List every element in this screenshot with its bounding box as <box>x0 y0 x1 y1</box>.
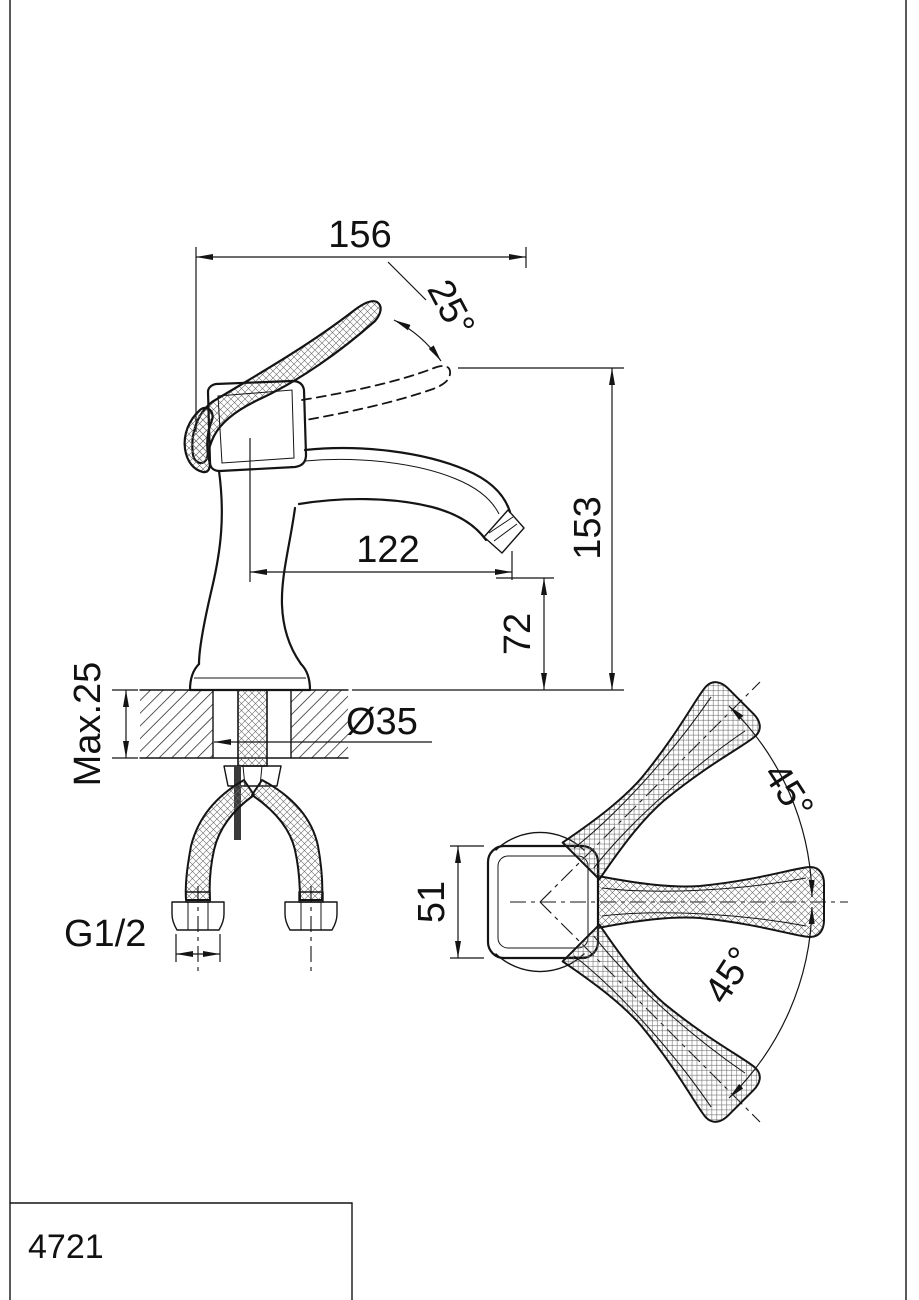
faucet-handle-base <box>206 379 308 473</box>
dim-hole-diameter: Ø35 <box>214 701 432 745</box>
dim-max25-label: Max.25 <box>67 662 109 787</box>
dim-45-up-arc <box>728 705 815 898</box>
dim-45-down-arc <box>728 906 815 1099</box>
dim-25-arc <box>393 319 442 362</box>
counter-hatch-left <box>140 690 213 758</box>
dim-122-label: 122 <box>356 529 419 571</box>
dim-thread: G1/2 <box>64 913 221 962</box>
faucet-body-left-edge <box>197 469 223 666</box>
side-view: 156 25° 153 122 72 <box>64 214 624 974</box>
threaded-shank <box>237 689 268 767</box>
dim-156-label: 156 <box>328 214 391 256</box>
dim-hole-label: Ø35 <box>346 701 418 743</box>
dim-72-label: 72 <box>497 613 539 655</box>
faucet-handle-back <box>183 406 214 474</box>
faucet-spout-inner-line <box>304 458 500 515</box>
dim-thread-label: G1/2 <box>64 913 146 955</box>
dim-153: 153 <box>352 367 624 691</box>
faucet-body-right-edge <box>280 506 303 666</box>
part-number-label: 4721 <box>28 1228 104 1266</box>
spout-aerator <box>483 509 525 554</box>
faucet-handle-lowered-dashed <box>301 365 451 421</box>
hose-nut-left <box>171 901 225 931</box>
handle-body-plan-inner <box>497 855 589 949</box>
handle-plan-up45 <box>555 675 767 887</box>
dim-51-label: 51 <box>411 881 453 923</box>
countertop-section <box>139 689 349 759</box>
dim-25-label: 25° <box>419 273 483 343</box>
counter-hatch-right <box>291 690 348 758</box>
hose-nut-right <box>284 901 338 931</box>
dim-156: 156 <box>195 214 527 432</box>
dim-156-leader <box>387 261 427 301</box>
drawing-border <box>9 0 907 1300</box>
dim-25deg: 25° <box>393 273 483 362</box>
top-view: 51 45° 45° <box>411 675 848 1129</box>
supply-hose-left <box>184 779 255 901</box>
aerator-line-1 <box>488 516 514 534</box>
supply-hose-right <box>251 779 324 901</box>
faucet-base-escutcheon <box>188 662 312 692</box>
mounting-locknut <box>223 765 282 787</box>
faucet-spout-top <box>303 446 512 514</box>
handle-base-inner-line <box>217 389 295 464</box>
title-block: 4721 <box>9 1202 353 1300</box>
dim-max25: Max.25 <box>67 662 138 787</box>
dim-72: 72 <box>496 577 554 690</box>
dim-153-label: 153 <box>567 496 609 559</box>
dim-45-down-label: 45° <box>697 940 764 1011</box>
aerator-line-2 <box>493 523 518 542</box>
dim-51: 51 <box>411 845 484 959</box>
handle-plan-center <box>597 866 825 938</box>
dim-45-up-label: 45° <box>755 756 822 827</box>
dim-122: 122 <box>249 438 513 582</box>
faucet-spout-bottom <box>297 498 488 542</box>
